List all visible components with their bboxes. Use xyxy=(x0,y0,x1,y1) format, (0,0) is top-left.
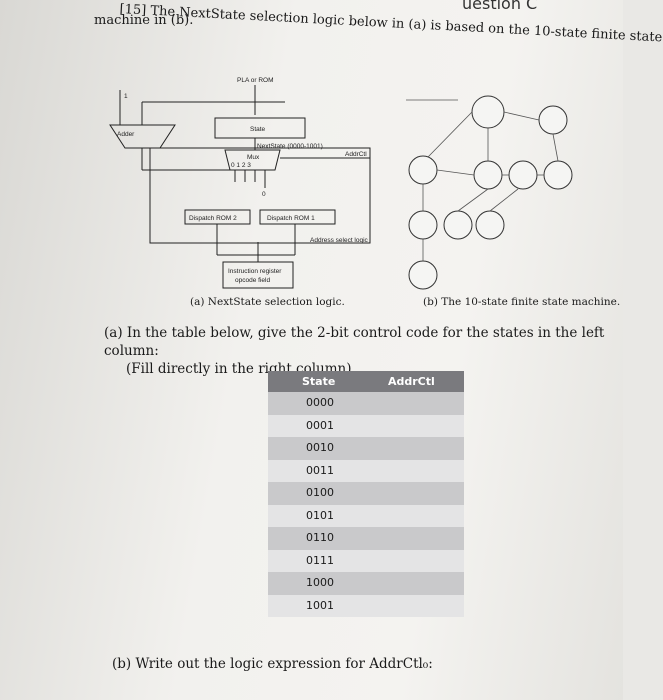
adder-label: Adder xyxy=(117,131,135,138)
zero-label: 0 xyxy=(262,191,266,198)
one-label: 1 xyxy=(124,93,128,100)
table-row: 0001 xyxy=(268,414,464,438)
table-row: 1000 xyxy=(268,572,464,595)
table-row: 0111 xyxy=(268,549,464,573)
state-cell: 0001 xyxy=(306,418,334,432)
instruction-register-label: Instruction register xyxy=(228,268,282,275)
table-row: 1001 xyxy=(268,594,464,618)
state-register-box xyxy=(214,117,306,139)
addrctl-answer-cell[interactable] xyxy=(366,572,464,595)
question-corner-tag: uestion C xyxy=(462,0,538,13)
table-row: 0100 xyxy=(268,482,464,505)
addrctl-answer-cell[interactable] xyxy=(366,550,464,573)
part-a-line1: (a) In the table below, give the 2-bit c… xyxy=(104,325,605,359)
state-cell: 0100 xyxy=(306,486,334,499)
addrctl-answer-cell[interactable] xyxy=(366,595,464,618)
caption-a: (a) NextState selection logic. xyxy=(190,296,345,308)
addrctl-label: AddrCtl xyxy=(345,151,367,158)
finite-state-machine-diagram xyxy=(406,95,573,290)
table-row: 0010 xyxy=(268,437,464,460)
part-b-question: (b) Write out the logic expression for A… xyxy=(112,656,433,672)
addrctl-answer-cell[interactable] xyxy=(366,527,464,550)
state-cell: 0110 xyxy=(306,531,334,544)
pla-label: PLA or ROM xyxy=(237,77,273,84)
opcode-field-label: opcode field xyxy=(235,277,270,284)
addrctl-answer-cell[interactable] xyxy=(366,482,464,505)
question-title-text: The NextState selection logic below in (… xyxy=(150,3,663,46)
part-a-instructions: (a) In the table below, give the 2-bit c… xyxy=(104,324,623,378)
table-row: 0110 xyxy=(268,527,464,550)
dispatch-rom-1-box xyxy=(259,209,336,225)
addrctl-answer-cell[interactable] xyxy=(366,437,464,460)
state-cell: 1000 xyxy=(306,576,334,589)
table-header: State AddrCtl xyxy=(268,371,464,392)
state-cell: 0111 xyxy=(306,553,334,567)
question-title-line1: [15] The NextState selection logic below… xyxy=(119,2,662,45)
addrctl-answer-cell[interactable] xyxy=(366,460,464,483)
state-column-header: State xyxy=(302,375,336,388)
addrctl-answer-cell[interactable] xyxy=(366,505,464,528)
state-cell: 0000 xyxy=(306,396,334,409)
nextstate-label: NextState (0000-1001) xyxy=(257,143,323,150)
addrctl-answer-cell[interactable] xyxy=(366,415,464,438)
state-cell: 0101 xyxy=(306,508,334,522)
mux-shape xyxy=(224,149,281,171)
state-cell: 0011 xyxy=(306,463,334,477)
address-select-label: Address select logic xyxy=(310,237,369,244)
dispatch-rom-1-label: Dispatch ROM 1 xyxy=(267,215,315,222)
addrctl-table: State AddrCtl 0000 0001 0010 0011 0100 0… xyxy=(268,371,464,617)
caption-b: (b) The 10-state finite state machine. xyxy=(423,296,621,308)
state-label: State xyxy=(250,126,266,133)
mux-label: Mux xyxy=(247,154,260,161)
addrctl-column-header: AddrCtl xyxy=(388,375,435,388)
dispatch-rom-2-label: Dispatch ROM 2 xyxy=(189,215,237,222)
table-row: 0101 xyxy=(268,504,464,528)
nextstate-selection-diagram: PLA or ROM Adder State NextState (0000-1… xyxy=(109,77,371,289)
state-cell: 0010 xyxy=(306,441,334,454)
addrctl-answer-cell[interactable] xyxy=(366,392,464,415)
table-row: 0011 xyxy=(268,459,464,483)
state-cell: 1001 xyxy=(306,598,334,612)
question-title-line2: machine in (b). xyxy=(94,13,194,28)
table-row: 0000 xyxy=(268,392,464,415)
mux-inputs-label: 0 1 2 3 xyxy=(231,162,251,169)
instruction-register-box xyxy=(222,261,294,289)
